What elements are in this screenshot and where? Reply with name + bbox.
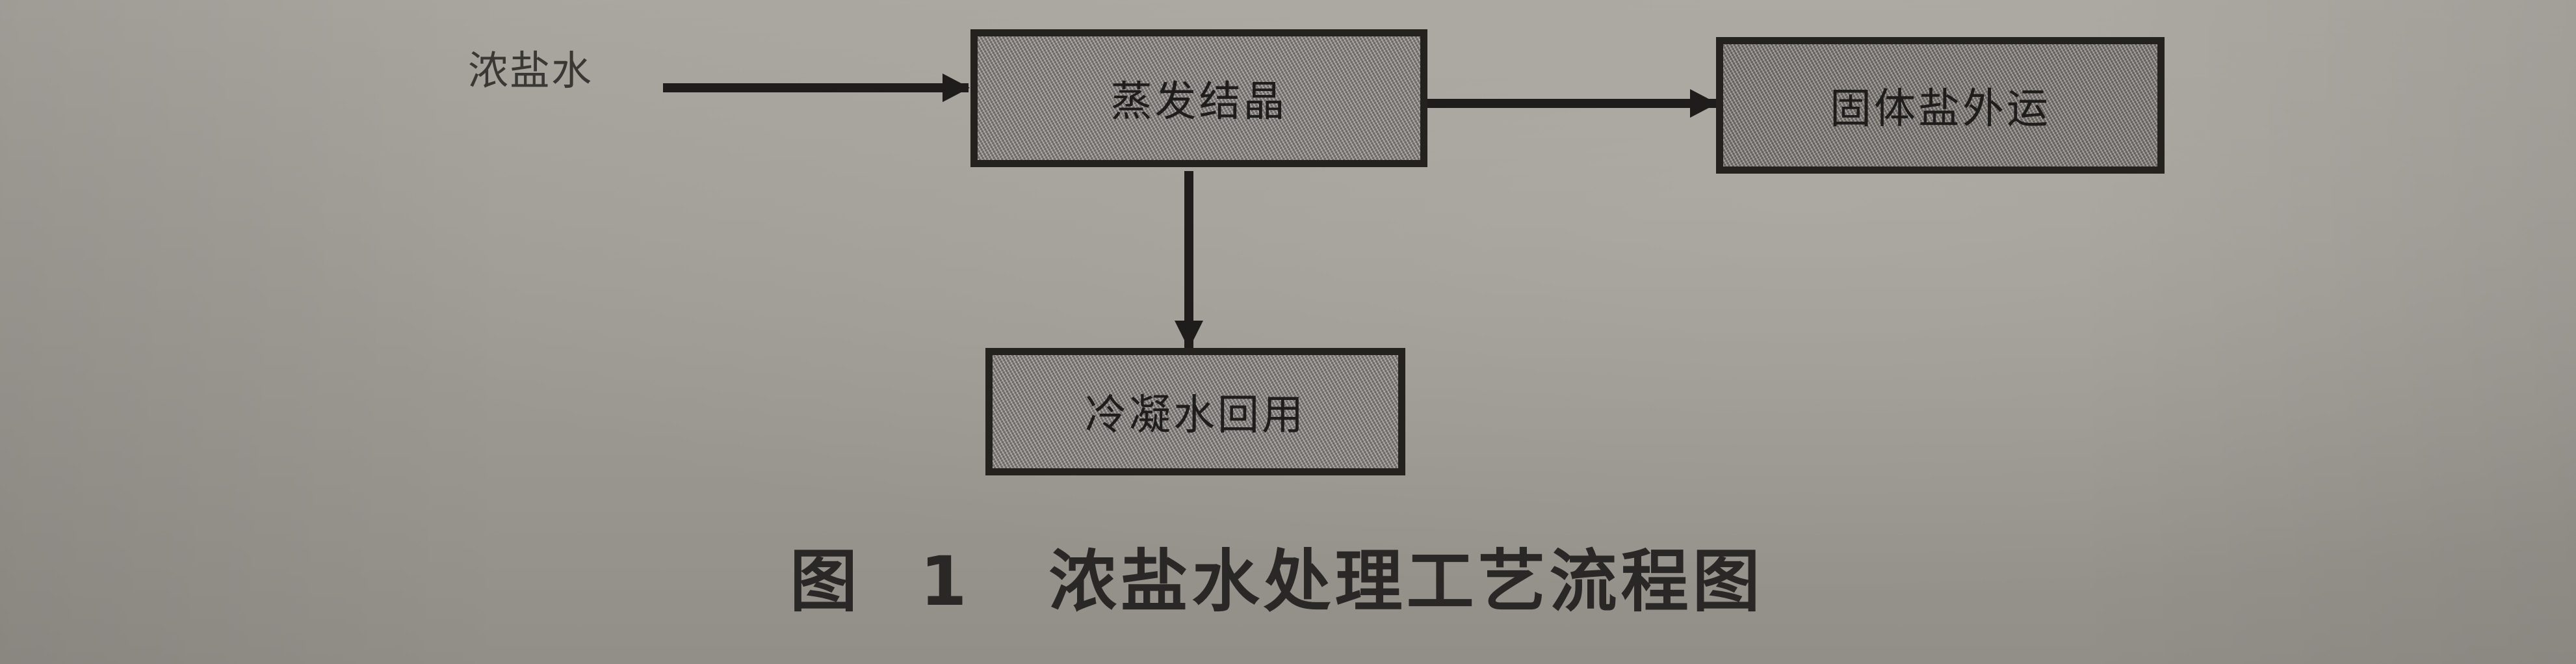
- figure-caption: 图 1 浓盐水处理工艺流程图: [790, 548, 1764, 615]
- arrow-brine-to-evaporation-icon: [663, 83, 969, 92]
- figure-title: 浓盐水处理工艺流程图: [1048, 542, 1764, 621]
- arrow-evaporation-to-solid-salt-icon: [1427, 99, 1716, 108]
- figure-number: 图 1: [790, 542, 987, 621]
- node-condensate-reuse: 冷凝水回用: [985, 348, 1405, 475]
- node-solid-salt-transport: 固体盐外运: [1716, 37, 2165, 174]
- node-evaporation-crystallization: 蒸发结晶: [970, 29, 1427, 167]
- input-label-brine: 浓盐水: [468, 47, 593, 94]
- node-label: 冷凝水回用: [1085, 392, 1306, 440]
- node-label: 固体盐外运: [1830, 85, 2051, 133]
- node-label: 蒸发结晶: [1110, 78, 1288, 126]
- arrow-evaporation-to-condensate-icon: [1184, 171, 1193, 348]
